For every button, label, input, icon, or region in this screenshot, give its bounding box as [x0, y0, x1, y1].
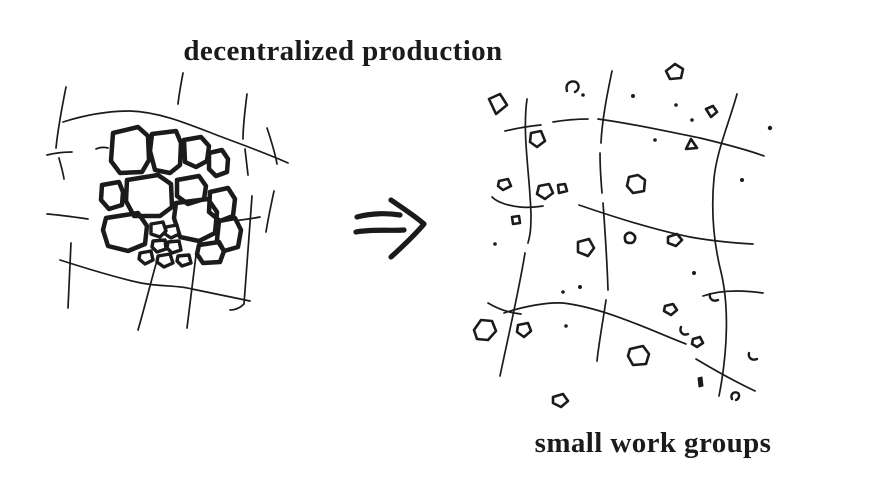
scatter-dot [740, 178, 744, 182]
scatter-dot [692, 271, 696, 275]
work-group-open-curls [565, 80, 759, 402]
scatter-dot [581, 93, 585, 97]
scatter-dot [578, 285, 582, 289]
scatter-dot [564, 324, 568, 328]
bottom-caption: small work groups [535, 427, 772, 459]
scatter-mark [697, 376, 704, 388]
left-grid-horizontal-lines [46, 110, 289, 302]
right-grid-horizontal-lines [491, 118, 765, 392]
scatter-dot [674, 103, 678, 107]
right-grid-vertical-lines [487, 70, 738, 397]
cluster-rocks [98, 124, 244, 266]
work-group-blobs [472, 62, 719, 409]
left-sketch-dense-cluster [46, 72, 289, 331]
scatter-dot [653, 138, 657, 142]
scatter-dot [493, 242, 497, 246]
cluster-pebbles [137, 220, 193, 269]
right-sketch-scattered-groups [472, 62, 773, 409]
scatter-dot [690, 118, 694, 122]
scatter-dot [561, 290, 565, 294]
scatter-dot [631, 94, 635, 98]
scatter-dot [767, 125, 773, 131]
left-grid-vertical-lines [55, 72, 278, 331]
arrow-strokes [353, 197, 427, 260]
double-arrow-right-icon [353, 197, 427, 260]
top-caption: decentralized production [183, 35, 502, 67]
